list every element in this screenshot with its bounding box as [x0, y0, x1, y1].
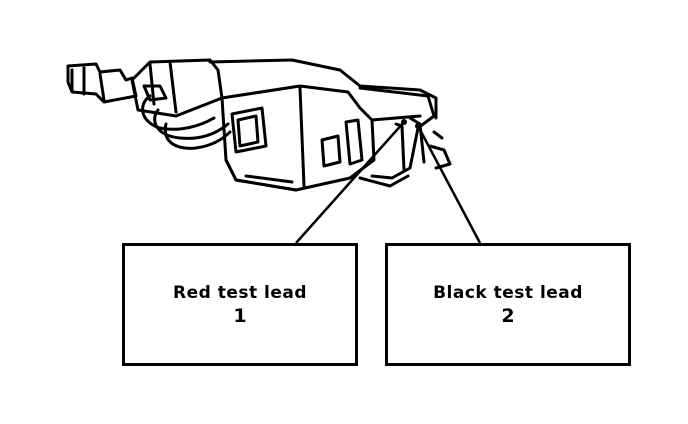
callout-number-2: 2	[501, 304, 515, 327]
callout-box-red-test-lead: Red test lead 1	[122, 243, 358, 366]
probe-tip-red	[401, 119, 407, 125]
callout-label-black: Black test lead	[433, 282, 583, 303]
leader-line-red	[295, 121, 405, 244]
leader-line-black	[416, 125, 482, 244]
callout-box-black-test-lead: Black test lead 2	[385, 243, 631, 366]
switch-connector-illustration	[66, 58, 452, 192]
callout-label-red: Red test lead	[172, 282, 308, 303]
probe-tip-black	[415, 123, 421, 129]
callout-number-1: 1	[233, 304, 247, 327]
